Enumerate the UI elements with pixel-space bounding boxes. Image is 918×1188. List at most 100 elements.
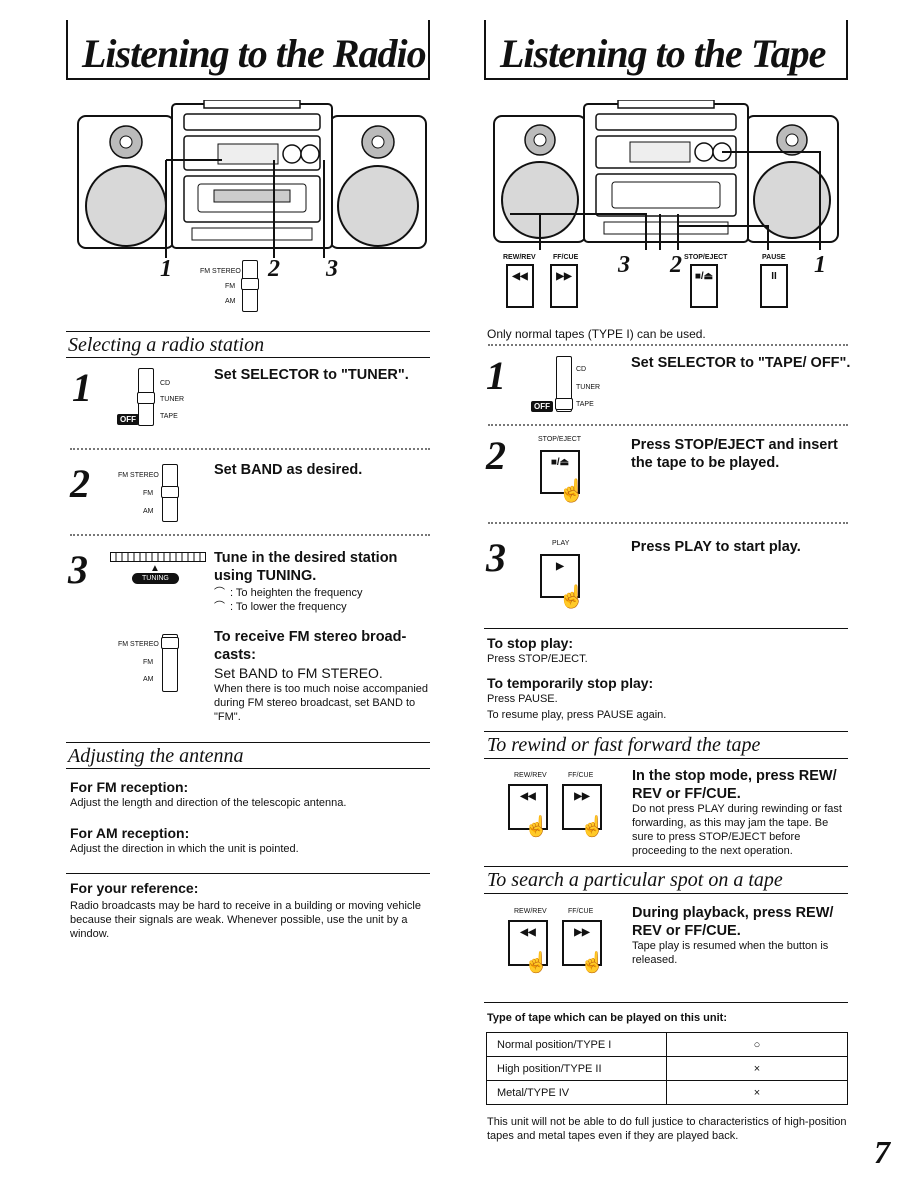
tuning-note-down: : To lower the frequency	[230, 601, 347, 613]
tape-step-2-num: 2	[486, 433, 506, 478]
fmst-band-fm: FM	[143, 659, 154, 666]
rule-search-bottom	[484, 893, 848, 894]
callout-1: 1	[160, 256, 172, 282]
search-note: Tape play is resumed when the button is …	[632, 940, 829, 966]
search-hand-icon-left: ☝	[524, 952, 549, 974]
fm-reception-text: Adjust the length and direction of the t…	[70, 797, 347, 809]
press-hand-icon-1: ☝	[558, 478, 586, 503]
band-label-fm: FM	[225, 283, 236, 290]
tuning-scale-illustration	[110, 552, 206, 562]
tape-callout-1: 1	[814, 252, 826, 278]
page-title-tape: Listening to the Tape	[500, 31, 826, 76]
section-heading-search: To search a particular spot on a tape	[487, 869, 783, 891]
radio-step-1-text: Set SELECTOR to "TUNER".	[214, 367, 409, 383]
section-heading-selecting: Selecting a radio station	[68, 334, 265, 356]
only-normal-tapes: Only normal tapes (TYPE I) can be used.	[487, 327, 706, 341]
radio-step-3-num: 3	[68, 547, 88, 592]
table-cell: Normal position/TYPE I	[486, 1032, 667, 1057]
label-stop: STOP/EJECT	[684, 254, 728, 261]
rewind-label-rew: REW/REV	[514, 772, 547, 779]
search-hand-icon-right: ☝	[580, 952, 605, 974]
tape-table-heading: Type of tape which can be played on this…	[487, 1012, 727, 1024]
pause-play-heading: To temporarily stop play:	[487, 675, 654, 691]
rule-search-top	[484, 866, 848, 867]
section-heading-rewind: To rewind or fast forward the tape	[487, 734, 761, 756]
radio-step-2-text: Set BAND as desired.	[214, 462, 363, 478]
band-label-fmstereo: FM STEREO	[200, 268, 241, 275]
pause-play-text-1: Press PAUSE.	[487, 693, 558, 705]
pause-play-text-2: To resume play, press PAUSE again.	[487, 709, 667, 721]
callout-3: 3	[326, 256, 338, 282]
tape-off-badge: OFF	[531, 401, 553, 412]
rewind-ff-button[interactable]: ▶▶	[562, 784, 602, 830]
table-cell: Metal/TYPE IV	[486, 1080, 667, 1105]
stop-play-text: Press STOP/EJECT.	[487, 653, 588, 665]
tape-step-3-text: Press PLAY to start play.	[631, 539, 801, 555]
tuning-arrow-icon: ▲	[150, 563, 160, 574]
dots-r2	[488, 522, 848, 524]
search-label-ff: FF/CUE	[568, 908, 594, 915]
rule-rewind-bottom	[484, 758, 848, 759]
pause-button[interactable]: II	[760, 264, 788, 308]
band-switch-knob	[241, 278, 259, 290]
search-ff-button[interactable]: ▶▶	[562, 920, 602, 966]
rew-button[interactable]: ◀◀	[506, 264, 534, 308]
label-ff: FF/CUE	[553, 254, 579, 261]
fm-reception-heading: For FM reception:	[70, 779, 189, 795]
radio-step-1-num: 1	[72, 365, 92, 410]
label-pause: PAUSE	[762, 254, 786, 261]
selector-label-cd: CD	[160, 380, 171, 387]
selector-label-tuner: TUNER	[160, 396, 185, 403]
page-number: 7	[874, 1134, 890, 1170]
tape-selector-tape: TAPE	[576, 401, 594, 408]
tape-callout-2: 2	[670, 252, 682, 278]
label-rew: REW/REV	[503, 254, 536, 261]
fm-stereo-text: Set BAND to FM STEREO.	[214, 665, 383, 681]
search-rew-button[interactable]: ◀◀	[508, 920, 548, 966]
off-badge: OFF	[117, 414, 139, 425]
boombox-illustration-right	[493, 100, 839, 250]
selector-label-tape: TAPE	[160, 413, 178, 420]
am-reception-text: Adjust the direction in which the unit i…	[70, 843, 299, 855]
rule-antenna-top	[66, 742, 430, 743]
ff-button[interactable]: ▶▶	[550, 264, 578, 308]
play-button[interactable]: ▶	[540, 554, 580, 598]
tape-selector-tuner: TUNER	[576, 384, 601, 391]
reference-text: Radio broadcasts may be hard to receive …	[70, 900, 421, 940]
dots-1	[70, 448, 430, 450]
tuning-note-up-icon: ⌒	[214, 587, 225, 599]
tape-step-3-label: PLAY	[552, 540, 570, 547]
selector-switch-knob	[137, 392, 155, 404]
step2-band-fmstereo: FM STEREO	[118, 472, 159, 479]
tape-title-box: Listening to the Tape	[484, 20, 848, 80]
boombox-illustration-left	[77, 100, 427, 258]
step2-band-fm: FM	[143, 490, 154, 497]
rule-table-top	[484, 1002, 848, 1003]
table-cell: ×	[666, 1080, 848, 1105]
tape-step-1-num: 1	[486, 353, 506, 398]
fm-stereo-note: When there is too much noise accompanied…	[214, 683, 429, 723]
rewind-text: In the stop mode, press REW/ REV or FF/C…	[632, 768, 837, 802]
am-reception-heading: For AM reception:	[70, 825, 190, 841]
dots-2	[70, 534, 430, 536]
table-cell: ○	[666, 1032, 848, 1057]
tuning-knob-label: TUNING	[132, 573, 179, 584]
rule-rewind-top	[484, 731, 848, 732]
step2-band-knob	[161, 486, 179, 498]
rewind-note: Do not press PLAY during rewinding or fa…	[632, 803, 842, 857]
rewind-rew-button[interactable]: ◀◀	[508, 784, 548, 830]
stop-eject-button[interactable]: ■/⏏	[690, 264, 718, 308]
rule-reference-top	[66, 873, 430, 874]
tape-callout-3: 3	[618, 252, 630, 278]
search-label-rew: REW/REV	[514, 908, 547, 915]
tape-step-2-text: Press STOP/EJECT and insert the tape to …	[631, 437, 838, 471]
press-hand-icon-2: ☝	[558, 584, 586, 609]
step2-stop-eject-button[interactable]: ■/⏏	[540, 450, 580, 494]
tape-type-table: Normal position/TYPE I ○ High position/T…	[486, 1032, 848, 1105]
fm-stereo-heading: To receive FM stereo broad-casts:	[214, 629, 407, 663]
tape-step-2-label: STOP/EJECT	[538, 436, 582, 443]
section-heading-antenna: Adjusting the antenna	[68, 745, 244, 767]
callout-2: 2	[268, 256, 280, 282]
rule-stop-top	[484, 628, 848, 629]
rule-selecting-bottom	[66, 357, 430, 358]
